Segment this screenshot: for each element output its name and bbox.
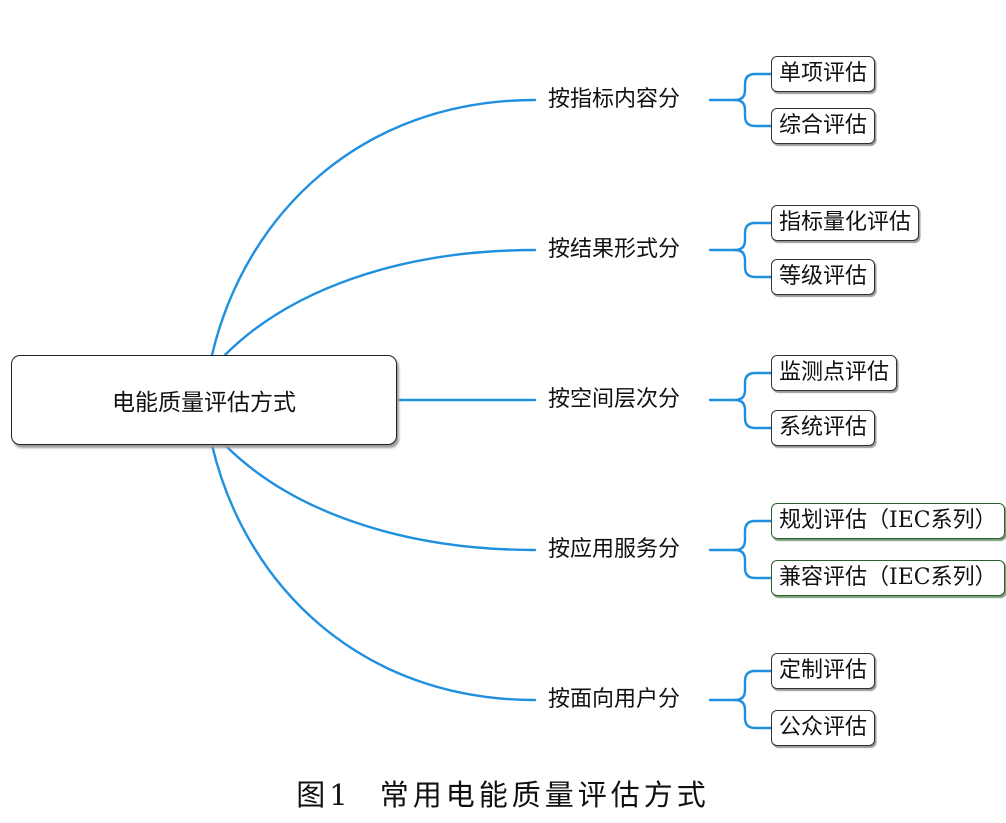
branch-node-5: 按面向用户分 [546, 684, 683, 716]
link-branch-1-leaf-2 [733, 98, 773, 128]
link-branch-5-leaf-2 [733, 698, 773, 730]
link-branch-1-leaf-1 [708, 72, 773, 102]
link-branch-2-leaf-1 [708, 221, 773, 252]
root-node-label: 电能质量评估方式 [112, 390, 296, 416]
leaf-node: 规划评估（IEC系列） [771, 503, 1005, 539]
leaf-node: 综合评估 [771, 108, 876, 144]
figure-number: 图1 [296, 778, 352, 812]
link-branch-4-leaf-1 [708, 519, 773, 552]
figure-title: 常用电能质量评估方式 [379, 778, 710, 812]
leaf-node: 监测点评估 [771, 355, 898, 391]
link-root-branch-2 [223, 248, 537, 357]
link-root-branch-4 [223, 443, 537, 552]
figure-caption: 图1 常用电能质量评估方式 [0, 772, 1006, 814]
branch-node-1: 按指标内容分 [546, 84, 683, 116]
link-branch-3-leaf-2 [733, 398, 773, 430]
root-node: 电能质量评估方式 [11, 355, 397, 445]
leaf-node: 单项评估 [771, 56, 876, 92]
leaf-node: 公众评估 [771, 710, 876, 746]
link-branch-3-leaf-1 [708, 371, 773, 402]
leaf-node: 系统评估 [771, 410, 876, 446]
leaf-node: 定制评估 [771, 653, 876, 689]
link-branch-5-leaf-1 [708, 669, 773, 702]
leaf-node: 指标量化评估 [771, 205, 920, 241]
branch-node-3: 按空间层次分 [546, 384, 683, 416]
link-branch-2-leaf-2 [733, 248, 773, 279]
branch-node-4: 按应用服务分 [546, 534, 683, 566]
leaf-node: 等级评估 [771, 259, 876, 295]
leaf-node: 兼容评估（IEC系列） [771, 560, 1005, 596]
link-branch-4-leaf-2 [733, 548, 773, 580]
link-root-branch-5 [210, 443, 537, 702]
link-root-branch-1 [210, 98, 537, 357]
branch-node-2: 按结果形式分 [546, 234, 683, 266]
